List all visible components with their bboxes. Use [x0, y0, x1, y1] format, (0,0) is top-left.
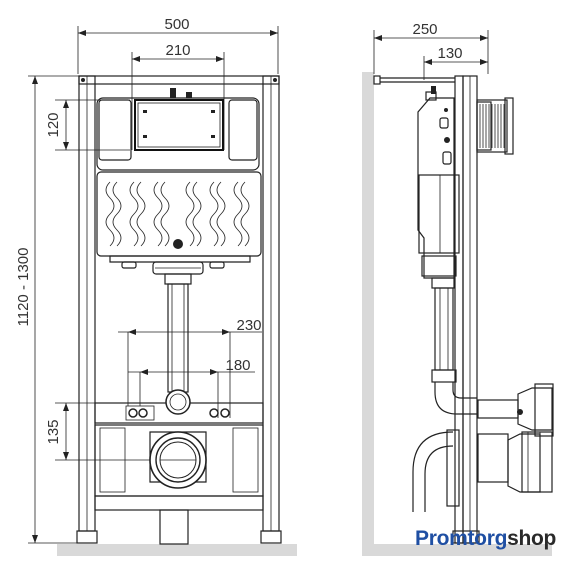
cistern-ribs [105, 181, 250, 247]
dim-height-bottom: 135 [45, 419, 62, 444]
brand-name-part1: Promtorg [415, 527, 508, 550]
front-view: 500 210 1120 - 1300 120 135 [15, 16, 297, 556]
side-view: 250 130 [362, 21, 554, 556]
dim-fixing-narrow: 180 [225, 357, 250, 374]
dim-depth-total: 250 [412, 21, 437, 38]
brand-name-part2: shop [507, 527, 557, 550]
floor-side [362, 544, 552, 556]
dim-depth-inner: 130 [437, 45, 462, 62]
floor [57, 544, 297, 556]
dim-width-inner: 210 [165, 42, 190, 59]
dim-fixing-wide: 230 [236, 317, 261, 334]
dim-height-total: 1120 - 1300 [15, 248, 32, 327]
wall [362, 72, 374, 544]
brand-logo: Promtorgshop [415, 527, 556, 551]
dim-width-total: 500 [164, 16, 189, 33]
dim-height-top: 120 [45, 112, 62, 137]
